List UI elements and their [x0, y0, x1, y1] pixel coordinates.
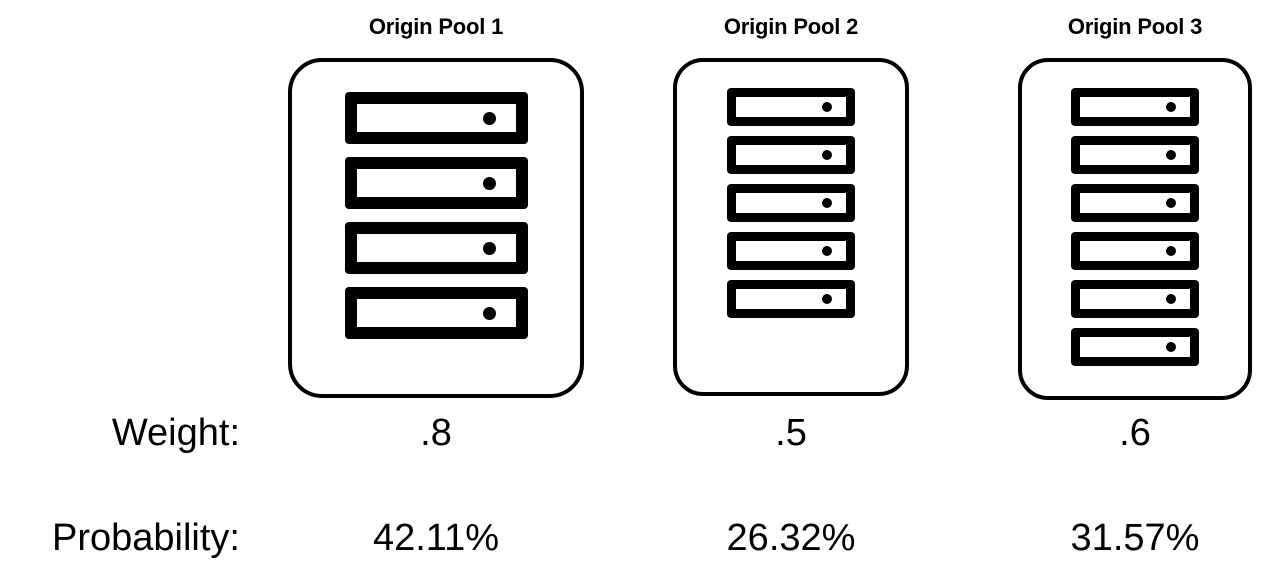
status-led-icon — [822, 246, 832, 256]
server-icon[interactable] — [344, 92, 528, 144]
server-icon[interactable] — [727, 136, 855, 174]
server-face — [356, 299, 516, 327]
status-led-icon — [822, 102, 832, 112]
status-led-icon — [1166, 102, 1176, 112]
status-led-icon — [1166, 150, 1176, 160]
status-led-icon — [1166, 246, 1176, 256]
server-face — [736, 289, 846, 309]
server-stack-2 — [673, 88, 909, 318]
server-icon[interactable] — [344, 157, 528, 209]
server-face — [736, 97, 846, 117]
weight-value-pool-1: .8 — [420, 412, 452, 454]
server-face — [356, 169, 516, 197]
server-icon[interactable] — [727, 88, 855, 126]
server-face — [736, 145, 846, 165]
server-face — [736, 193, 846, 213]
server-icon[interactable] — [344, 222, 528, 274]
status-led-icon — [482, 241, 496, 255]
server-stack-3 — [1018, 88, 1252, 366]
server-icon[interactable] — [727, 280, 855, 318]
server-icon[interactable] — [1071, 328, 1199, 366]
server-icon[interactable] — [1071, 280, 1199, 318]
server-face — [1080, 337, 1190, 357]
status-led-icon — [482, 111, 496, 125]
server-stack-1 — [288, 92, 584, 339]
status-led-icon — [822, 294, 832, 304]
server-face — [1080, 289, 1190, 309]
status-led-icon — [1166, 294, 1176, 304]
weight-value-pool-2: .5 — [775, 412, 807, 454]
pool-column-1: Origin Pool 1 — [288, 0, 584, 400]
probability-value-pool-2: 26.32% — [726, 517, 856, 559]
status-led-icon — [482, 176, 496, 190]
server-face — [1080, 193, 1190, 213]
status-led-icon — [822, 198, 832, 208]
status-led-icon — [1166, 198, 1176, 208]
pool-title-1: Origin Pool 1 — [368, 14, 504, 39]
pool-column-2: Origin Pool 2 — [673, 0, 909, 400]
probability-value-pool-3: 31.57% — [1070, 517, 1200, 559]
server-icon[interactable] — [727, 184, 855, 222]
server-icon[interactable] — [1071, 232, 1199, 270]
server-face — [356, 104, 516, 132]
server-face — [1080, 145, 1190, 165]
server-face — [736, 241, 846, 261]
server-face — [356, 234, 516, 262]
server-face — [1080, 241, 1190, 261]
pool-title-2: Origin Pool 2 — [723, 14, 859, 39]
server-face — [1080, 97, 1190, 117]
server-icon[interactable] — [727, 232, 855, 270]
status-led-icon — [482, 306, 496, 320]
pool-column-3: Origin Pool 3 — [1018, 0, 1252, 400]
status-led-icon — [822, 150, 832, 160]
server-icon[interactable] — [1071, 184, 1199, 222]
weight-value-pool-3: .6 — [1119, 412, 1151, 454]
server-icon[interactable] — [1071, 88, 1199, 126]
server-icon[interactable] — [1071, 136, 1199, 174]
probability-row-label: Probability: — [52, 517, 240, 559]
probability-value-pool-1: 42.11% — [372, 517, 500, 559]
pool-title-3: Origin Pool 3 — [1067, 14, 1203, 39]
status-led-icon — [1166, 342, 1176, 352]
weight-row-label: Weight: — [111, 412, 240, 454]
server-icon[interactable] — [344, 287, 528, 339]
